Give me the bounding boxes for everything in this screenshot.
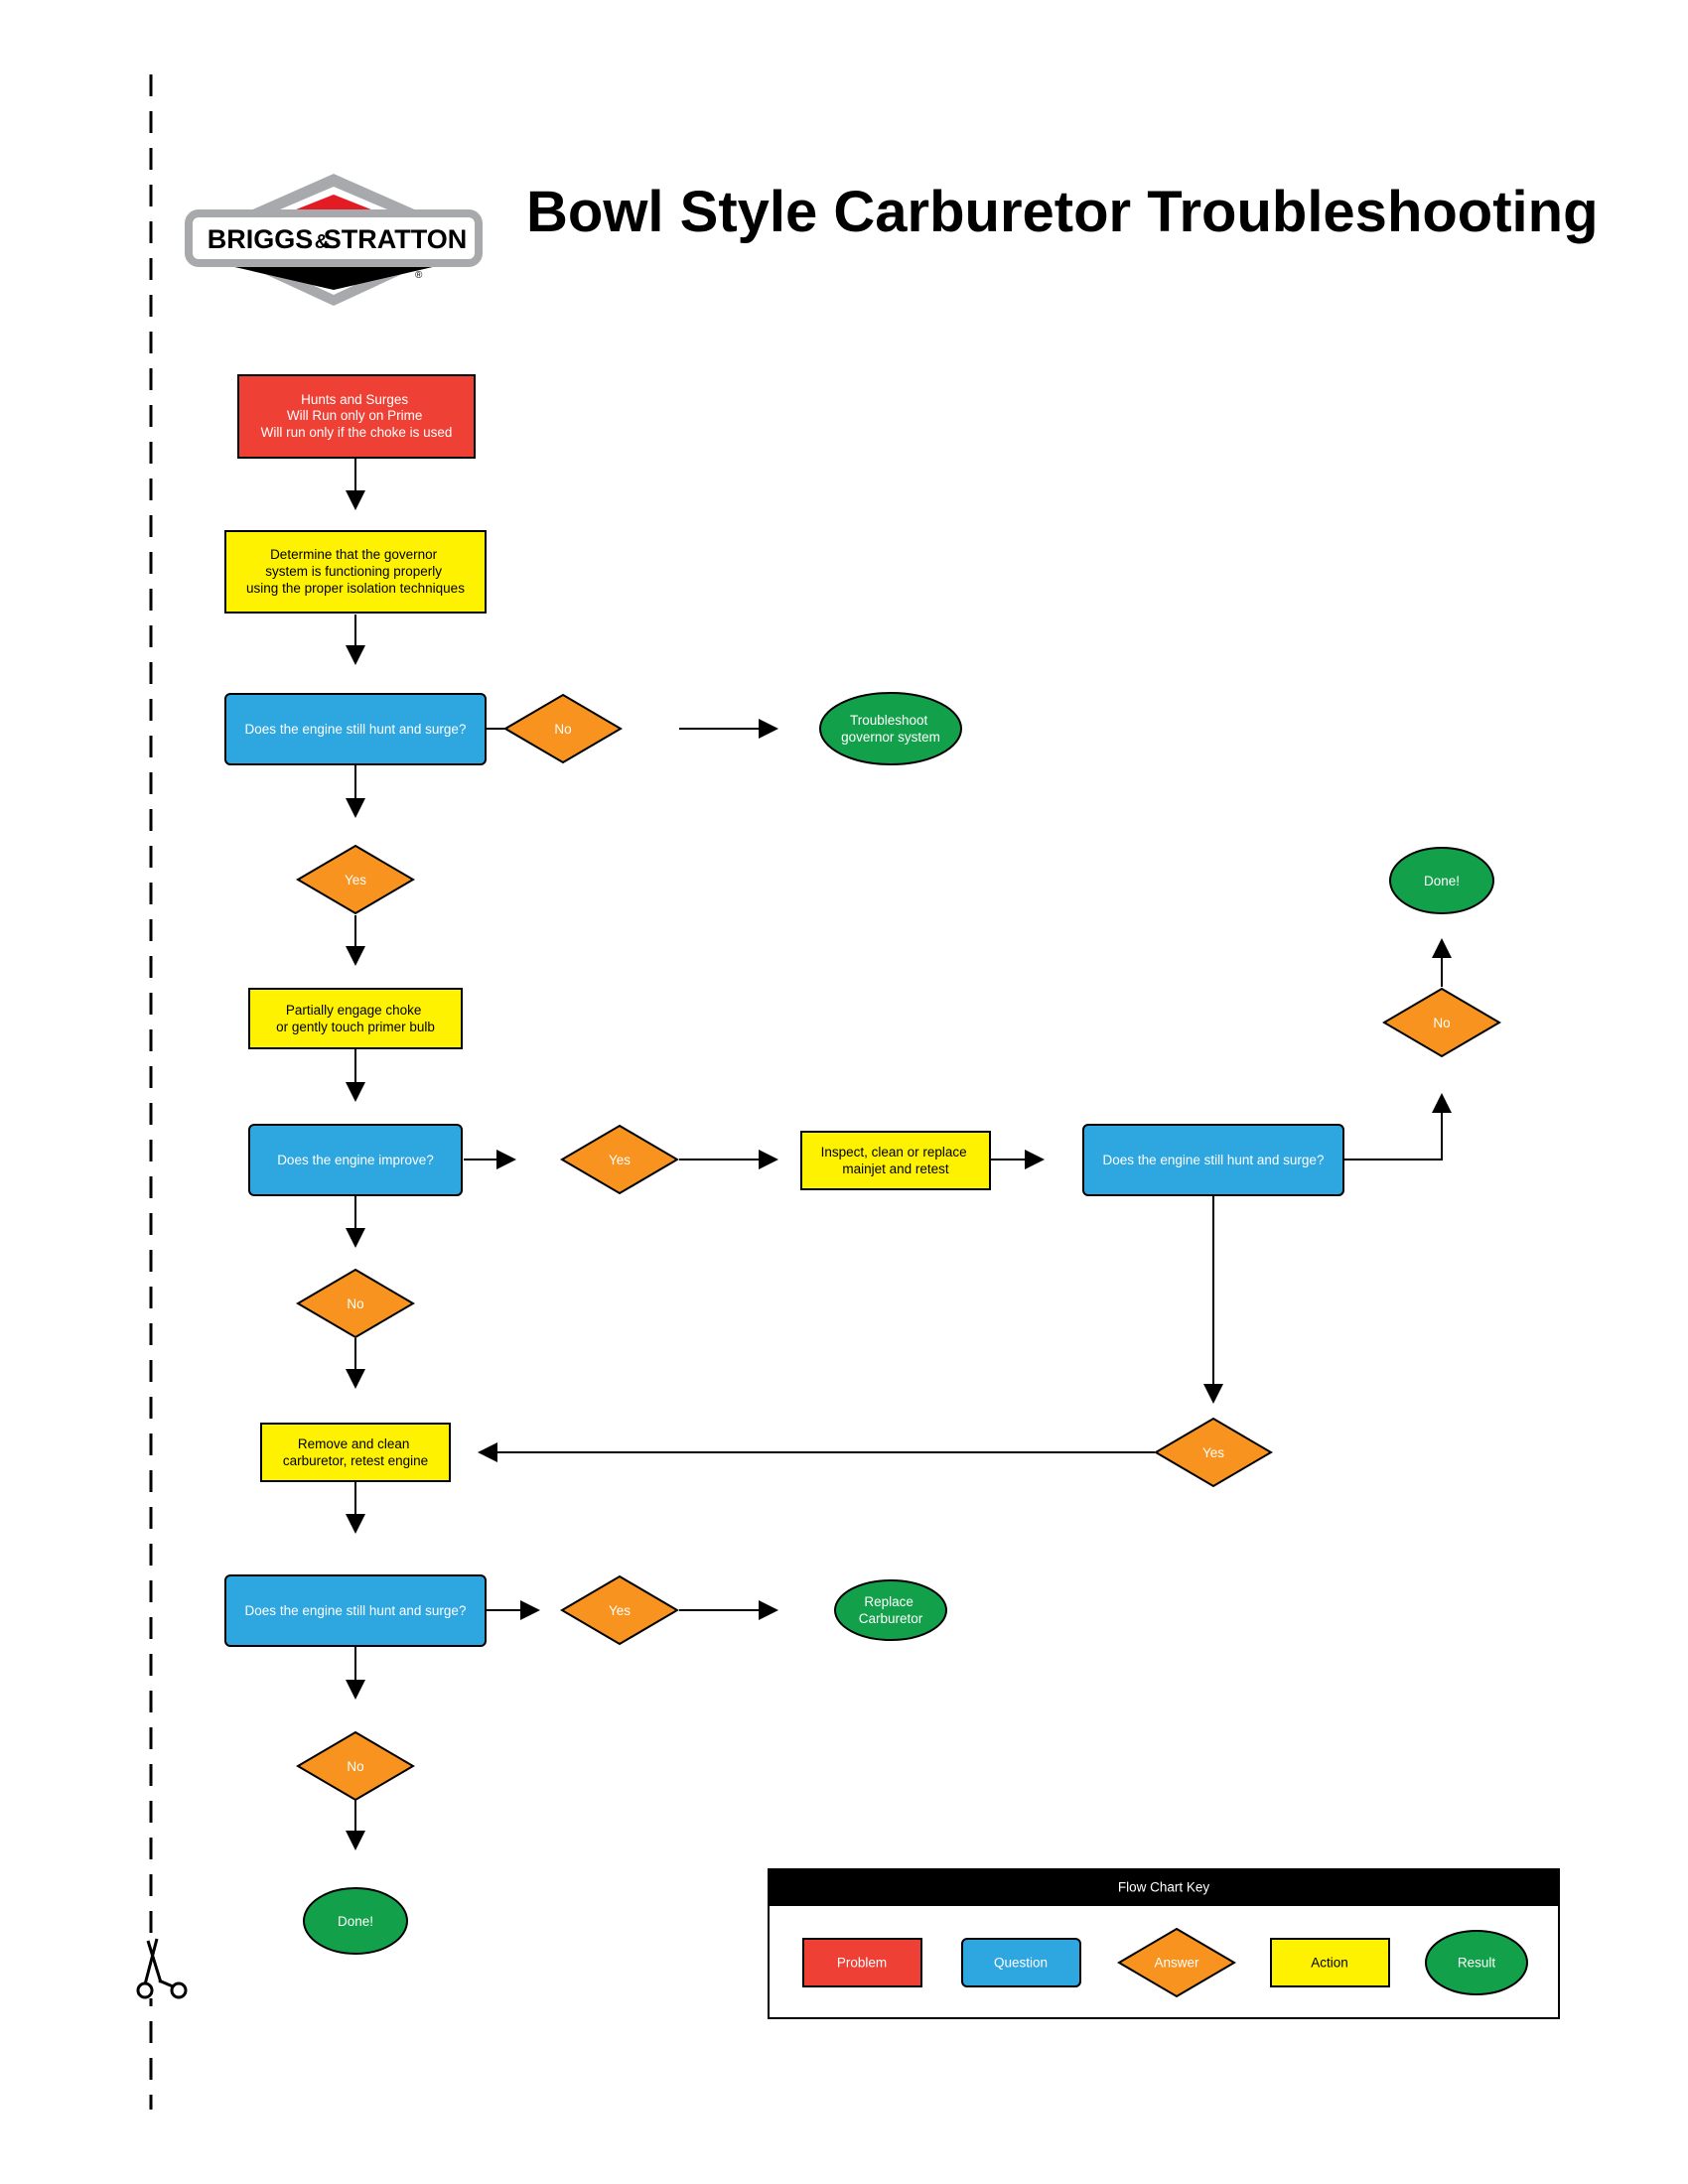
key-result: Result xyxy=(1425,1930,1528,1995)
node-problem: Hunts and Surges Will Run only on Prime … xyxy=(237,374,476,459)
node-mainjet-action: Inspect, clean or replace mainjet and re… xyxy=(800,1131,991,1190)
logo-registered-mark: ® xyxy=(415,270,423,281)
svg-text:Result: Result xyxy=(1458,1956,1496,1971)
svg-text:Does the engine still hunt and: Does the engine still hunt and surge? xyxy=(245,722,467,737)
node-question-2: Does the engine improve? xyxy=(248,1124,463,1196)
svg-text:Does the engine improve?: Does the engine improve? xyxy=(277,1153,434,1167)
svg-text:Yes: Yes xyxy=(609,1603,631,1618)
svg-text:No: No xyxy=(347,1759,363,1774)
logo-wordmark-right: STRATTON xyxy=(324,224,468,254)
key-problem: Problem xyxy=(802,1938,922,1987)
svg-text:Does the engine still hunt and: Does the engine still hunt and surge? xyxy=(245,1603,467,1618)
node-answer-q2-yes: Yes xyxy=(560,1124,679,1195)
node-result-governor: Troubleshoot governor system xyxy=(819,692,962,765)
svg-text:Determine that the governor: Determine that the governor system is fu… xyxy=(246,547,465,596)
scissors-icon xyxy=(136,1938,188,1999)
node-result-done-top: Done! xyxy=(1389,847,1494,914)
svg-text:Remove and clean carbure: Remove and clean carburetor, retest engi… xyxy=(283,1436,428,1468)
node-answer-q1-yes: Yes xyxy=(296,844,415,915)
logo-wordmark-amp: & xyxy=(315,231,329,253)
svg-text:Troubleshoot governor sy: Troubleshoot governor system xyxy=(841,713,940,745)
svg-text:Problem: Problem xyxy=(837,1956,887,1971)
logo-wordmark-left: BRIGGS xyxy=(208,224,314,254)
svg-text:Does the engine still hunt and: Does the engine still hunt and surge? xyxy=(1103,1153,1325,1167)
svg-text:No: No xyxy=(554,722,571,737)
node-result-replace: Replace Carburetor xyxy=(834,1579,947,1641)
node-answer-q3-no: No xyxy=(1382,987,1501,1058)
node-answer-q4-no: No xyxy=(296,1730,415,1802)
briggs-stratton-logo: BRIGGS & STRATTON ® xyxy=(185,174,483,306)
svg-text:No: No xyxy=(1433,1016,1450,1030)
svg-text:Partially engage choke o: Partially engage choke or gently touch p… xyxy=(276,1003,435,1034)
flow-chart-key: Flow Chart Key Problem Question Answer A… xyxy=(768,1868,1560,2019)
key-title: Flow Chart Key xyxy=(1118,1880,1210,1895)
node-answer-q3-yes: Yes xyxy=(1154,1417,1273,1488)
node-result-done-bottom: Done! xyxy=(303,1887,408,1955)
svg-text:Done!: Done! xyxy=(1424,874,1460,888)
svg-text:Question: Question xyxy=(994,1956,1048,1971)
node-question-3: Does the engine still hunt and surge? xyxy=(1082,1124,1344,1196)
svg-text:Replace Carburetor: Replace Carburetor xyxy=(859,1594,923,1626)
svg-text:Yes: Yes xyxy=(345,873,366,887)
key-action: Action xyxy=(1270,1938,1390,1987)
svg-text:Answer: Answer xyxy=(1154,1956,1199,1971)
page-title: Bowl Style Carburetor Troubleshooting xyxy=(526,180,1599,244)
svg-text:Action: Action xyxy=(1311,1956,1348,1971)
key-answer: Answer xyxy=(1117,1927,1236,1998)
node-answer-q4-yes: Yes xyxy=(560,1574,679,1646)
svg-text:No: No xyxy=(347,1297,363,1311)
node-choke-action: Partially engage choke or gently touch p… xyxy=(248,988,463,1049)
svg-text:Done!: Done! xyxy=(338,1914,373,1929)
svg-text:Inspect, clean or replace: Inspect, clean or replace mainjet and re… xyxy=(821,1145,971,1176)
svg-text:Yes: Yes xyxy=(1202,1445,1224,1460)
node-answer-q1-no: No xyxy=(503,693,623,764)
node-question-4: Does the engine still hunt and surge? xyxy=(224,1574,487,1647)
node-answer-q2-no: No xyxy=(296,1268,415,1339)
node-question-1: Does the engine still hunt and surge? xyxy=(224,693,487,765)
svg-text:Yes: Yes xyxy=(609,1153,631,1167)
svg-text:Hunts and Surges Will Ru: Hunts and Surges Will Run only on Prime … xyxy=(261,392,453,440)
key-question: Question xyxy=(961,1938,1081,1987)
node-governor-check: Determine that the governor system is fu… xyxy=(224,530,487,614)
connectors xyxy=(346,459,1452,1850)
node-clean-action: Remove and clean carburetor, retest engi… xyxy=(260,1423,451,1482)
